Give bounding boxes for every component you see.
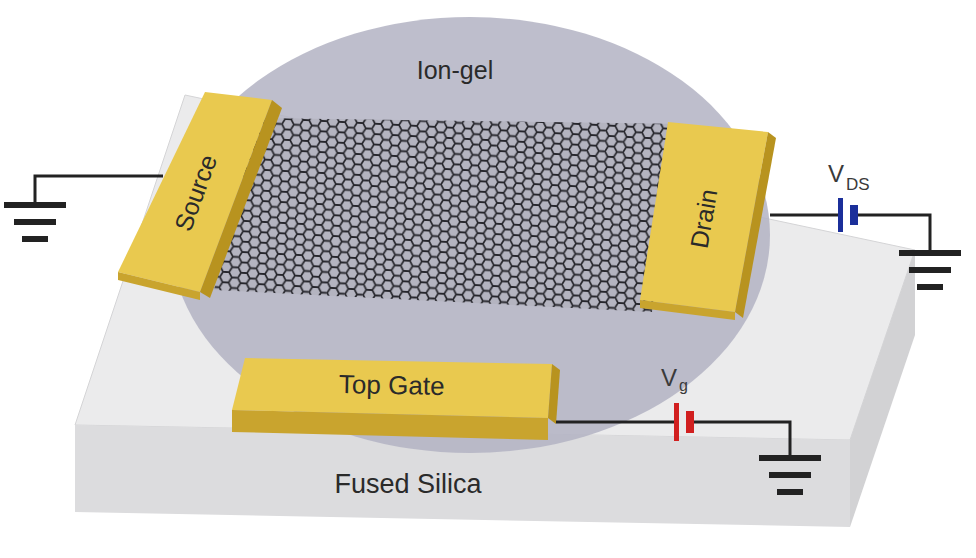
drain-pad-front	[640, 300, 735, 320]
substrate-box: Fused Silica	[330, 467, 486, 502]
source-ground-wire	[35, 176, 163, 202]
node-text: Fused Silica	[334, 469, 482, 500]
ion-gel-droplet	[170, 17, 770, 453]
vds-battery	[838, 198, 858, 232]
voltage-subscript: DS	[846, 175, 870, 195]
voltage-symbol: V	[661, 364, 677, 392]
voltage-subscript: g	[679, 377, 688, 395]
substrate-side	[850, 250, 915, 527]
gate-pad-front	[232, 410, 548, 440]
top-gate-electrode: Top Gate	[335, 367, 450, 404]
gate-pad-side	[548, 364, 560, 424]
voltage-symbol: V	[828, 160, 844, 188]
source-pad-side	[200, 100, 282, 298]
node-text: Top Gate	[339, 369, 446, 402]
gate-wire	[556, 422, 790, 455]
gate-pad	[232, 358, 552, 418]
drain-pad-side	[735, 132, 776, 318]
node-text: Ion-gel	[417, 56, 494, 85]
ground-symbol	[759, 458, 821, 492]
graphene-mesh	[214, 118, 688, 312]
source-pad-front	[118, 272, 200, 300]
vg-battery	[674, 403, 694, 441]
ion-gel-label-box: Ion-gel	[413, 54, 498, 87]
ground-symbol	[899, 253, 961, 287]
ground-symbol	[4, 205, 66, 239]
